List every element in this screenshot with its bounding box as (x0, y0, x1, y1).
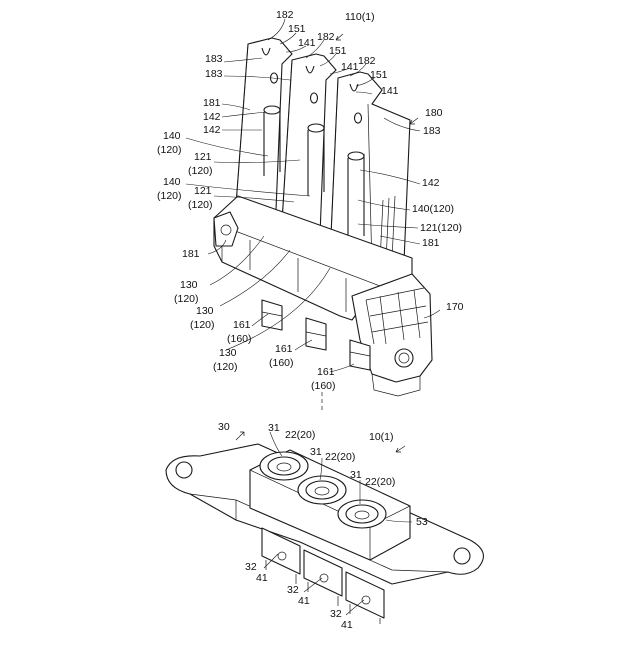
label-l7: 53 (416, 516, 428, 528)
label-u17: (120) (157, 144, 182, 156)
arrow-30 (236, 432, 244, 440)
label-l4: 22(20) (325, 451, 355, 463)
label-u40: (160) (311, 380, 336, 392)
label-u33: 161 (233, 319, 251, 331)
label-u22: 121 (194, 185, 212, 197)
label-u0: 182 (276, 9, 294, 21)
label-l0: 30 (218, 421, 230, 433)
label-u35: 130 (219, 347, 237, 359)
label-u27: 181 (182, 248, 200, 260)
label-u25: 140(120) (412, 203, 454, 215)
label-u24: 142 (422, 177, 440, 189)
label-l3: 31 (310, 446, 322, 458)
arrow-110 (336, 34, 343, 40)
label-l5: 31 (350, 469, 362, 481)
label-l1: 31 (268, 422, 280, 434)
label-u12: 183 (423, 125, 441, 137)
label-l2: 22(20) (285, 429, 315, 441)
label-110: 110(1) (345, 11, 375, 23)
label-l9: 41 (256, 572, 268, 584)
label-u28: 181 (422, 237, 440, 249)
label-u11: 180 (425, 107, 443, 119)
label-u18: 121 (194, 151, 212, 163)
label-u19: (120) (188, 165, 213, 177)
label-u7: 182 (358, 55, 376, 67)
label-u37: 161 (275, 343, 293, 355)
label-u13: 181 (203, 97, 221, 109)
label-u32: (120) (190, 319, 215, 331)
label-u6: 183 (205, 68, 223, 80)
label-u10: 141 (381, 85, 399, 97)
label-u1: 151 (288, 23, 306, 35)
label-l13: 41 (341, 619, 353, 631)
label-u5: 151 (329, 45, 347, 57)
label-l11: 41 (298, 595, 310, 607)
label-u38: (160) (269, 357, 294, 369)
label-u2: 141 (298, 37, 316, 49)
label-u15: 142 (203, 124, 221, 136)
label-u4: 183 (205, 53, 223, 65)
label-u26: 121(120) (420, 222, 462, 234)
label-u30: (120) (174, 293, 199, 305)
label-u31: 130 (196, 305, 214, 317)
arrow-180 (410, 118, 418, 124)
label-u9: 151 (370, 69, 388, 81)
label-u34: (160) (227, 333, 252, 345)
label-u20: 140 (163, 176, 181, 188)
label-u3: 182 (317, 31, 335, 43)
label-u41: 170 (446, 301, 464, 313)
label-u14: 142 (203, 111, 221, 123)
label-u29: 130 (180, 279, 198, 291)
arrow-10 (396, 446, 405, 452)
label-u16: 140 (163, 130, 181, 142)
label-l6: 22(20) (365, 476, 395, 488)
label-10: 10(1) (369, 431, 394, 443)
label-u39: 161 (317, 366, 335, 378)
label-u8: 141 (341, 61, 359, 73)
label-u36: (120) (213, 361, 238, 373)
label-u23: (120) (188, 199, 213, 211)
lower-connector-base (166, 444, 483, 624)
label-u21: (120) (157, 190, 182, 202)
